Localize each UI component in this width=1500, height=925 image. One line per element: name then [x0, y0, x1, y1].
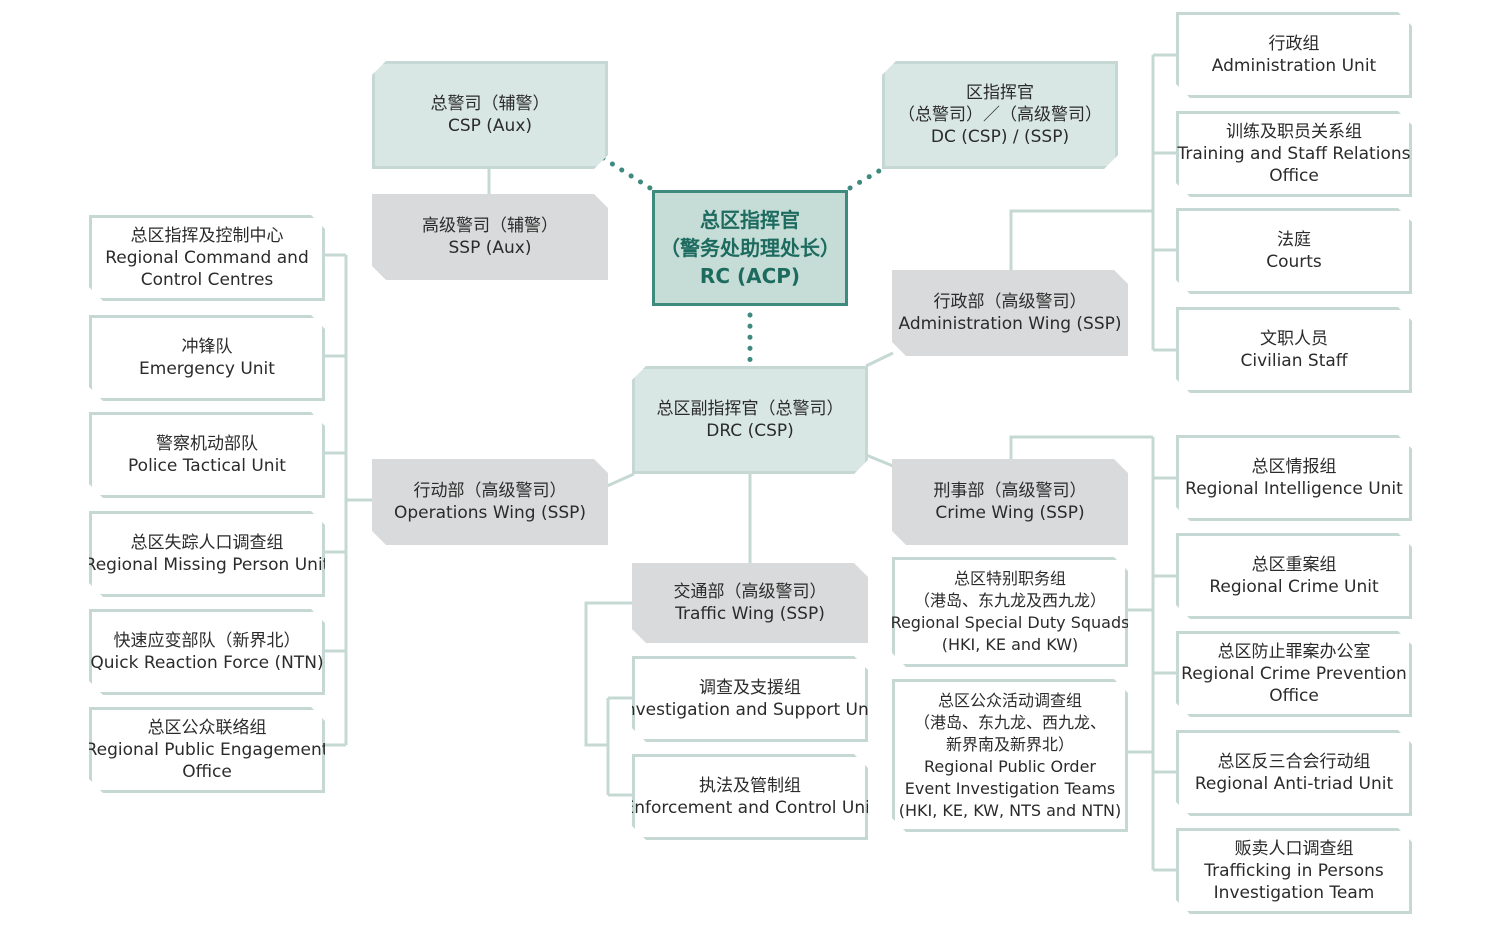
traffic-wing-en: Traffic Wing (SSP) [675, 604, 825, 624]
crime-unit-en: Regional Intelligence Unit [1185, 479, 1403, 499]
admin-unit-zh: 训练及职员关系组 [1226, 122, 1362, 142]
deputy-regional-commander-box: 总区副指挥官（总警司） DRC (CSP) [632, 366, 868, 474]
traffic-unit-en: Enforcement and Control Unit [623, 798, 877, 818]
crime-unit-box: 总区情报组 Regional Intelligence Unit [1176, 435, 1412, 521]
crime-mid-line: （港岛、东九龙、西九龙、 [913, 712, 1106, 732]
admin-unit-zh: 行政组 [1268, 34, 1320, 54]
crime-mid-line: Regional Special Duty Squads [890, 613, 1130, 632]
crime-unit-zh: 总区防止罪案办公室 [1217, 642, 1371, 662]
ops-unit-en: Police Tactical Unit [128, 456, 286, 476]
csp-aux-box: 总警司（辅警） CSP (Aux) [372, 61, 608, 169]
crime-unit-en: Trafficking in Persons [1204, 861, 1384, 881]
district-commander-box: 区指挥官 （总警司）／（高级警司） DC (CSP) / (SSP) [882, 61, 1118, 169]
crime-unit-zh: 总区反三合会行动组 [1217, 752, 1371, 772]
crime-mid-line: (HKI, KE, KW, NTS and NTN) [898, 800, 1122, 820]
admin-unit-en: Courts [1266, 252, 1322, 272]
ops-unit-box: 总区公众联络组 Regional Public Engagement Offic… [89, 707, 325, 793]
crime-mid-line: 总区公众活动调查组 [937, 690, 1082, 710]
ops-unit-box: 警察机动部队 Police Tactical Unit [89, 412, 325, 498]
ops-unit-en: Quick Reaction Force (NTN) [90, 653, 324, 673]
crime-unit-zh: 总区情报组 [1251, 457, 1337, 477]
traffic-unit-zh: 调查及支援组 [699, 678, 801, 698]
admin-unit-en: Administration Unit [1211, 56, 1377, 76]
ops-unit-zh: 总区公众联络组 [147, 718, 267, 738]
ops-wing-en: Operations Wing (SSP) [393, 503, 587, 523]
ops-unit-box: 冲锋队 Emergency Unit [89, 315, 325, 401]
crime-unit-en2: Office [1269, 686, 1319, 706]
crime-mid-line: Regional Public Order [923, 756, 1096, 776]
ops-unit-box: 总区指挥及控制中心 Regional Command and Control C… [89, 215, 325, 301]
operations-wing-box: 行动部（高级警司） Operations Wing (SSP) [372, 459, 608, 545]
root-zh2: （警务处助理处长） [660, 236, 840, 260]
ops-unit-en: Regional Command and [105, 248, 309, 268]
administration-wing-box: 行政部（高级警司） Administration Wing (SSP) [892, 270, 1128, 356]
crime-mid-line: Event Investigation Teams [904, 778, 1116, 798]
ssp-aux-box: 高级警司（辅警） SSP (Aux) [372, 194, 608, 280]
crime-unit-box: 贩卖人口调查组 Trafficking in Persons Investiga… [1176, 828, 1412, 914]
traffic-wing-zh: 交通部（高级警司） [673, 582, 827, 602]
ops-unit-en: Regional Missing Person Unit [84, 555, 330, 575]
crime-unit-zh: 总区重案组 [1251, 555, 1337, 575]
crime-mid-line: (HKI, KE and KW) [941, 635, 1079, 654]
crime-mid-line: 总区特别职务组 [953, 569, 1066, 588]
crime-unit-zh: 贩卖人口调查组 [1234, 839, 1354, 859]
admin-unit-en2: Office [1269, 166, 1319, 186]
admin-unit-box: 行政组 Administration Unit [1176, 12, 1412, 98]
root-zh: 总区指挥官 [700, 208, 800, 232]
ops-unit-zh: 快速应变部队（新界北） [113, 631, 301, 651]
ops-unit-zh: 总区失踪人口调查组 [130, 533, 284, 553]
crime-wing-en: Crime Wing (SSP) [935, 503, 1085, 523]
ops-unit-en2: Office [182, 762, 232, 782]
crime-wing-box: 刑事部（高级警司） Crime Wing (SSP) [892, 459, 1128, 545]
root-en: RC (ACP) [699, 264, 801, 288]
drc-zh: 总区副指挥官（总警司） [656, 399, 844, 419]
admin-unit-zh: 法庭 [1277, 230, 1311, 250]
crime-mid-line: （港岛、东九龙及西九龙） [913, 591, 1106, 610]
ops-unit-zh: 总区指挥及控制中心 [130, 226, 284, 246]
ssp-aux-zh: 高级警司（辅警） [422, 216, 558, 236]
admin-wing-zh: 行政部（高级警司） [933, 292, 1087, 312]
crime-mid-line: 新界南及新界北） [945, 734, 1074, 754]
crime-unit-box: 总区防止罪案办公室 Regional Crime Prevention Offi… [1176, 631, 1412, 717]
ops-unit-zh: 警察机动部队 [156, 434, 258, 454]
ops-unit-zh: 冲锋队 [181, 337, 233, 357]
admin-wing-en: Administration Wing (SSP) [898, 314, 1122, 334]
admin-unit-en: Civilian Staff [1240, 351, 1348, 371]
dc-zh2: （总警司）／（高级警司） [898, 105, 1102, 125]
ops-unit-en2: Control Centres [140, 270, 274, 290]
ssp-aux-en: SSP (Aux) [448, 238, 532, 258]
dc-zh: 区指挥官 [966, 83, 1034, 103]
csp-aux-zh: 总警司（辅警） [430, 94, 550, 114]
traffic-unit-box: 调查及支援组 Investigation and Support Unit [632, 656, 868, 742]
crime-unit-box: 总区反三合会行动组 Regional Anti-triad Unit [1176, 730, 1412, 816]
admin-unit-box: 训练及职员关系组 Training and Staff Relations Of… [1176, 111, 1412, 197]
crime-wing-zh: 刑事部（高级警司） [933, 481, 1087, 501]
admin-unit-en: Training and Staff Relations [1177, 144, 1411, 164]
ops-unit-en: Regional Public Engagement [85, 740, 329, 760]
ops-unit-box: 总区失踪人口调查组 Regional Missing Person Unit [89, 511, 325, 597]
admin-unit-zh: 文职人员 [1260, 329, 1328, 349]
csp-aux-en: CSP (Aux) [447, 116, 533, 136]
ops-unit-en: Emergency Unit [139, 359, 275, 379]
admin-unit-box: 文职人员 Civilian Staff [1176, 307, 1412, 393]
special-duty-squads-box: 总区特别职务组 （港岛、东九龙及西九龙） Regional Special Du… [892, 557, 1128, 667]
admin-unit-box: 法庭 Courts [1176, 208, 1412, 294]
crime-unit-en: Regional Crime Unit [1209, 577, 1379, 597]
ops-unit-box: 快速应变部队（新界北） Quick Reaction Force (NTN) [89, 609, 325, 695]
public-order-event-teams-box: 总区公众活动调查组 （港岛、东九龙、西九龙、 新界南及新界北） Regional… [892, 679, 1128, 832]
dc-en: DC (CSP) / (SSP) [930, 127, 1070, 147]
crime-unit-en: Regional Crime Prevention [1181, 664, 1407, 684]
traffic-unit-en: Investigation and Support Unit [619, 700, 881, 720]
traffic-unit-zh: 执法及管制组 [699, 776, 801, 796]
crime-unit-en: Regional Anti-triad Unit [1194, 774, 1394, 794]
ops-wing-zh: 行动部（高级警司） [413, 481, 567, 501]
regional-commander-box: 总区指挥官 （警务处助理处长） RC (ACP) [652, 190, 848, 306]
traffic-unit-box: 执法及管制组 Enforcement and Control Unit [632, 754, 868, 840]
drc-en: DRC (CSP) [706, 421, 794, 441]
traffic-wing-box: 交通部（高级警司） Traffic Wing (SSP) [632, 563, 868, 643]
crime-unit-en2: Investigation Team [1213, 883, 1375, 903]
crime-unit-box: 总区重案组 Regional Crime Unit [1176, 533, 1412, 619]
